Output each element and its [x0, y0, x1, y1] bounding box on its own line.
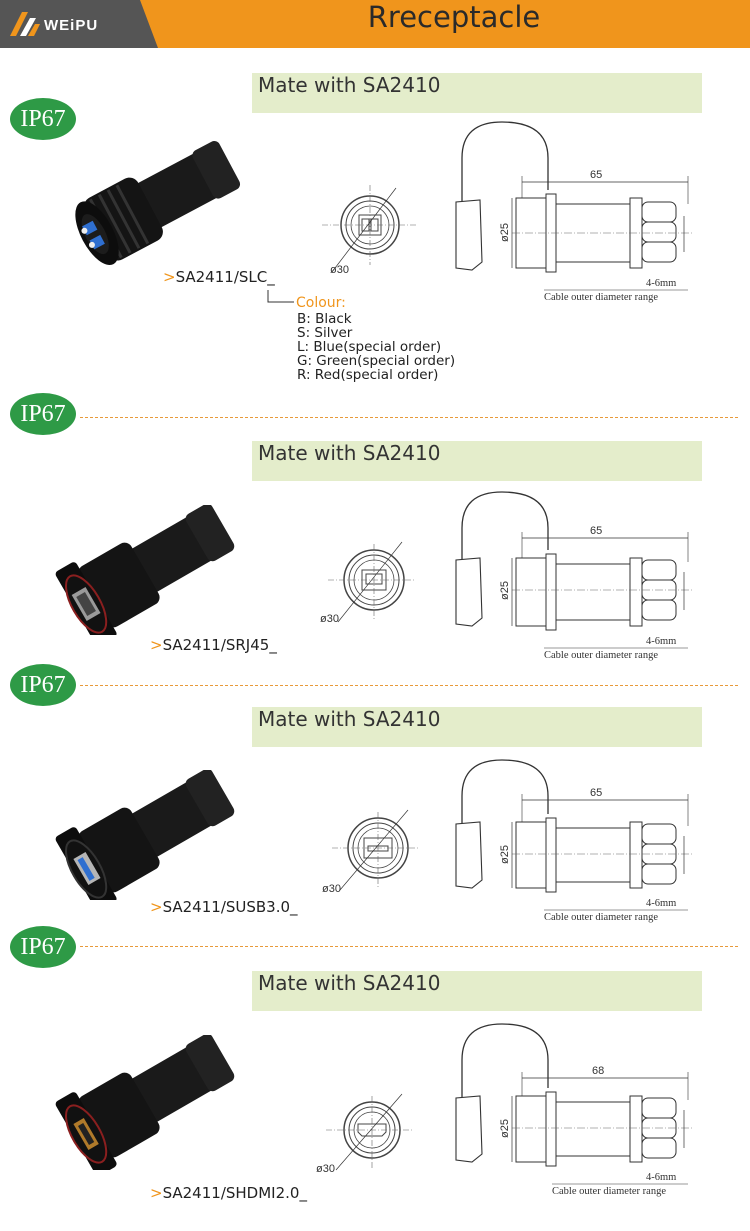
diameter-label: ø25 — [499, 845, 511, 864]
cable-range-label: Cable outer diameter range — [544, 292, 658, 303]
mate-text: Mate with SA2410 — [258, 73, 441, 97]
length-label: 68 — [592, 1065, 604, 1077]
cable-range: 4-6mm — [646, 278, 676, 289]
front-view-drawing: ø30 — [322, 809, 418, 895]
ip67-badge: IP67 — [10, 926, 76, 968]
mate-text: Mate with SA2410 — [258, 441, 441, 465]
section-divider — [80, 417, 738, 418]
cable-range-label: Cable outer diameter range — [552, 1186, 666, 1197]
hdmi-connector — [55, 1035, 235, 1170]
length-label: 65 — [590, 525, 602, 537]
colour-item: R: Red(special order) — [297, 367, 439, 383]
mate-bar: Mate with SA2410 — [252, 707, 702, 747]
side-view-drawing: 65 ø25 4-6mm Cable outer diameter range — [455, 491, 692, 661]
front-view-drawing: ø30 — [322, 185, 418, 276]
part-number: >SA2411/SHDMI2.0_ — [150, 1184, 307, 1202]
part-number: >SA2411/SLC_ — [163, 268, 275, 286]
cable-range: 4-6mm — [646, 898, 676, 909]
colour-item: L: Blue(special order) — [297, 339, 442, 355]
header-bar: WEiPU Rreceptacle — [0, 0, 750, 48]
ip67-badge: IP67 — [10, 664, 76, 706]
side-view-drawing: 68 ø25 4-6mm Cable outer diameter range — [455, 1023, 692, 1197]
ip67-badge: IP67 — [10, 98, 76, 140]
colour-title: Colour: — [296, 295, 346, 311]
face-diameter-label: ø30 — [316, 1163, 335, 1175]
diameter-label: ø25 — [499, 223, 511, 242]
mate-bar: Mate with SA2410 — [252, 441, 702, 481]
length-label: 65 — [590, 787, 602, 799]
face-diameter-label: ø30 — [330, 264, 349, 276]
rj45-connector — [55, 505, 235, 635]
usb3-connector — [55, 770, 235, 900]
side-view-drawing: 65 ø25 4-6mm Cable outer diameter range — [455, 121, 692, 303]
mate-text: Mate with SA2410 — [258, 707, 441, 731]
cable-range-label: Cable outer diameter range — [544, 650, 658, 661]
face-diameter-label: ø30 — [322, 883, 341, 895]
mate-bar: Mate with SA2410 — [252, 73, 702, 113]
diameter-label: ø25 — [499, 581, 511, 600]
front-view-drawing: ø30 — [316, 1093, 412, 1175]
side-view-drawing: 65 ø25 4-6mm Cable outer diameter range — [455, 759, 692, 923]
colour-bracket — [267, 290, 294, 303]
mate-text: Mate with SA2410 — [258, 971, 441, 995]
mate-bar: Mate with SA2410 — [252, 971, 702, 1011]
logo-panel: WEiPU — [0, 0, 158, 48]
colour-item: G: Green(special order) — [297, 353, 456, 369]
weipu-logo-icon — [10, 12, 40, 36]
ip67-badge: IP67 — [10, 393, 76, 435]
length-label: 65 — [590, 169, 602, 181]
diameter-label: ø25 — [499, 1119, 511, 1138]
part-number: >SA2411/SUSB3.0_ — [150, 898, 298, 916]
lc-fiber-connector — [75, 141, 241, 265]
colour-item: S: Silver — [297, 325, 353, 341]
face-diameter-label: ø30 — [320, 613, 339, 625]
cable-range-label: Cable outer diameter range — [544, 912, 658, 923]
page-title: Rreceptacle — [367, 0, 541, 34]
front-view-drawing: ø30 — [320, 541, 414, 625]
part-number: >SA2411/SRJ45_ — [150, 636, 277, 654]
section-divider — [80, 946, 738, 947]
colour-item: B: Black — [297, 311, 352, 327]
brand-name: WEiPU — [44, 17, 99, 34]
cable-range: 4-6mm — [646, 636, 676, 647]
cable-range: 4-6mm — [646, 1172, 676, 1183]
section-divider — [80, 685, 738, 686]
